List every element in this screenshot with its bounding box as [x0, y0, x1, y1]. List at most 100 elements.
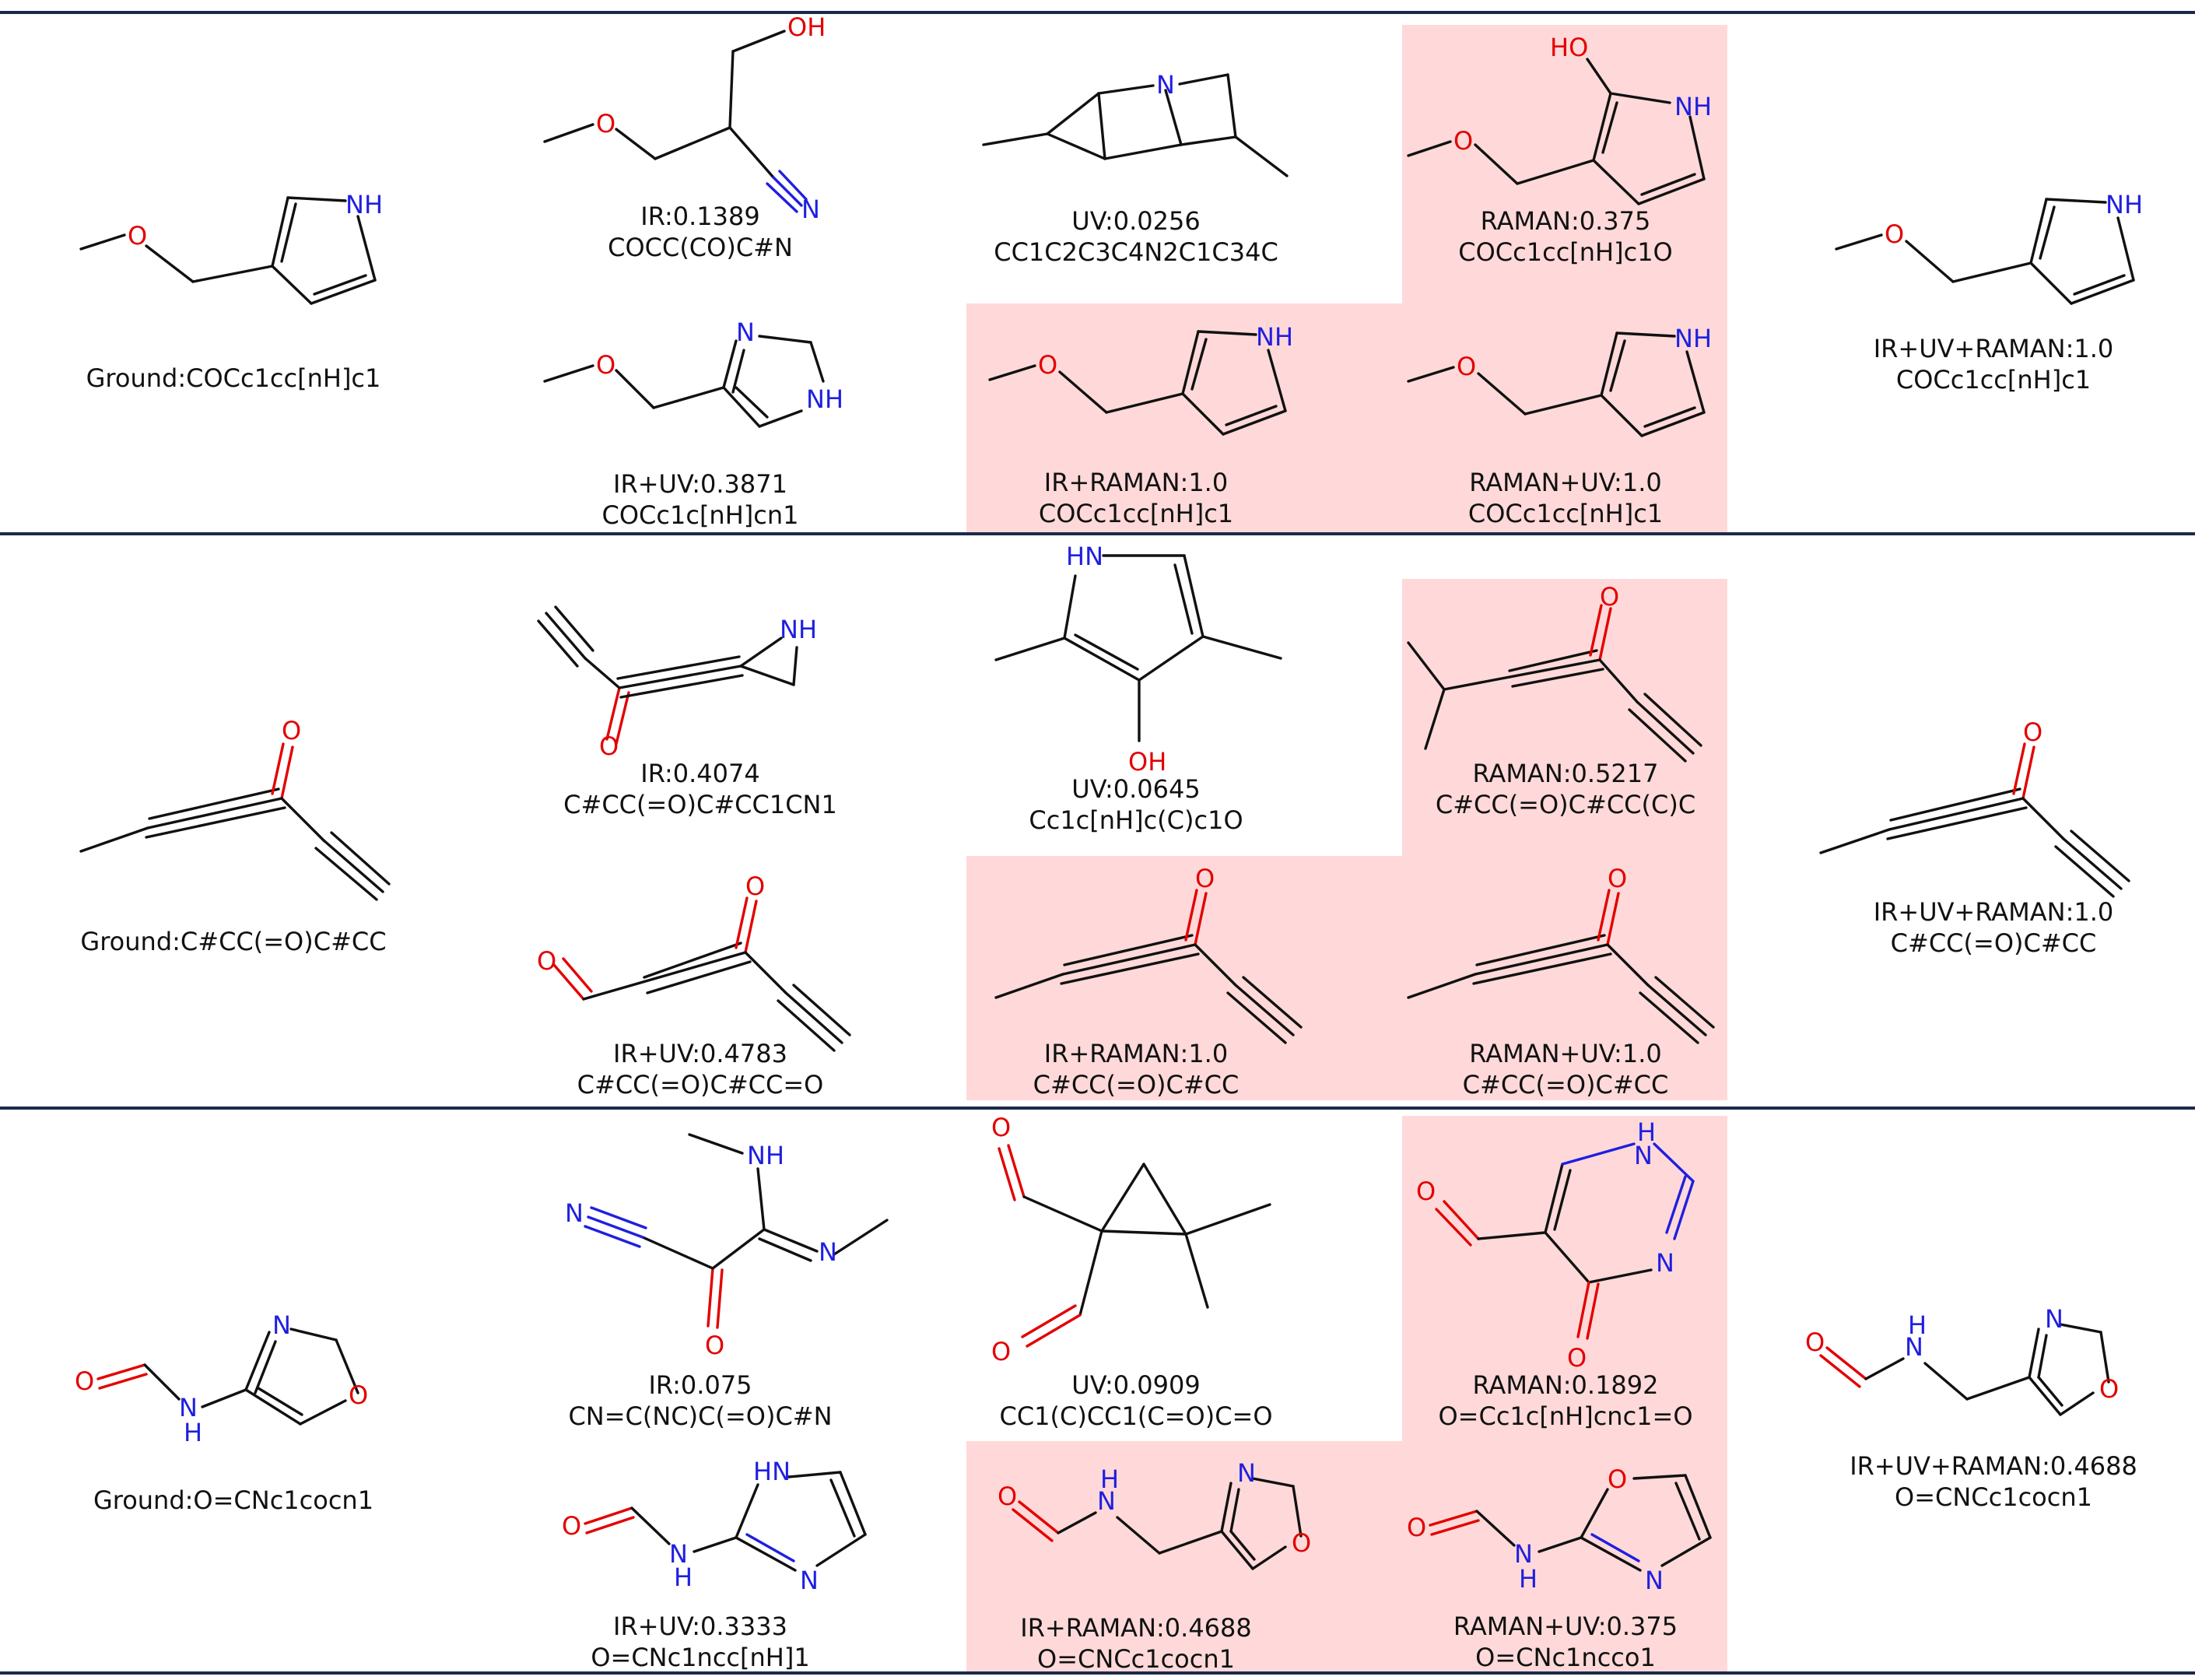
- bond: [1538, 1536, 1583, 1553]
- bond: [615, 369, 655, 409]
- bond: [833, 1219, 889, 1256]
- bond: [994, 973, 1064, 999]
- bond: [1194, 943, 1237, 987]
- bond: [585, 1516, 635, 1534]
- bond: [1475, 934, 1606, 966]
- bond: [1407, 641, 1446, 691]
- atom-label: N: [801, 195, 820, 224]
- bond: [1097, 84, 1155, 95]
- bond: [1429, 1510, 1478, 1527]
- bond: [1443, 658, 1601, 691]
- bond: [1103, 143, 1183, 160]
- highlight-region-row3: [1402, 1116, 1727, 1444]
- bond: [722, 339, 738, 389]
- bond: [191, 265, 274, 283]
- bond: [1026, 1313, 1082, 1348]
- atom-label: N: [1514, 1539, 1533, 1569]
- bond: [1819, 1354, 1861, 1388]
- prediction-caption: IR+UV:0.3333 O=CNc1ncc[nH]1: [591, 1612, 810, 1672]
- bond: [1965, 1376, 2031, 1401]
- atom-label: O: [998, 1482, 1017, 1511]
- bond: [2045, 198, 2107, 204]
- bond: [1825, 1346, 1867, 1380]
- bond: [646, 960, 752, 994]
- atom-label: N: [272, 1310, 291, 1340]
- atom-label: O: [596, 350, 615, 380]
- bond: [1637, 177, 1706, 205]
- bond: [1598, 607, 1612, 661]
- molecule-structure: N: [982, 70, 1289, 177]
- atom-label: NH: [1256, 322, 1293, 352]
- prediction-caption: IR+RAMAN:1.0 COCc1cc[nH]c1: [1038, 468, 1234, 528]
- bond: [286, 196, 347, 202]
- bond: [1181, 392, 1225, 436]
- bond: [1046, 132, 1106, 160]
- bond: [731, 30, 786, 53]
- bond: [1864, 1357, 1905, 1380]
- bond: [735, 1483, 759, 1539]
- bond: [1226, 73, 1237, 139]
- bond: [1665, 1175, 1687, 1234]
- bond: [1407, 140, 1452, 157]
- prediction-caption: UV:0.0256 CC1C2C3C4N2C1C34C: [994, 206, 1278, 267]
- bond: [2012, 742, 2026, 795]
- bond: [1653, 1142, 1695, 1183]
- bond: [1474, 143, 1519, 185]
- bond: [1684, 1474, 1712, 1539]
- atom-label: N: [736, 317, 755, 347]
- bond: [728, 126, 775, 179]
- bond: [643, 942, 742, 979]
- bond: [280, 797, 325, 842]
- bond: [1477, 1231, 1547, 1240]
- highlight-region-row3: [966, 1441, 1727, 1671]
- atom-label: N: [179, 1393, 198, 1422]
- bond: [1057, 1511, 1097, 1534]
- bond: [356, 215, 377, 282]
- bond: [1229, 1488, 1240, 1533]
- molecule-structure-ground: O NH: [79, 190, 383, 305]
- bond: [1100, 1229, 1187, 1236]
- bond: [772, 176, 803, 207]
- bond: [280, 745, 294, 800]
- bond: [711, 1228, 766, 1270]
- bond: [1628, 708, 1687, 763]
- bond: [1184, 889, 1198, 942]
- bond: [545, 612, 587, 660]
- bond: [716, 1268, 724, 1329]
- bond: [271, 742, 285, 795]
- bond: [707, 1267, 714, 1328]
- bond: [982, 132, 1049, 146]
- molecule-structure: O N NH: [543, 317, 843, 428]
- bond: [1105, 392, 1184, 414]
- atom-label: O: [2023, 717, 2042, 747]
- bond: [1600, 331, 1618, 397]
- highlight-region-row1: [1402, 25, 1727, 305]
- atom-label: NH: [345, 190, 383, 219]
- prediction-caption: RAMAN+UV:0.375 O=CNc1ncco1: [1453, 1612, 1678, 1672]
- molecule-structure: O: [1407, 864, 1715, 1044]
- bond: [1477, 372, 1527, 416]
- bond: [2070, 829, 2130, 882]
- bond: [1673, 1180, 1695, 1240]
- bond: [1407, 366, 1455, 383]
- bond: [257, 1387, 303, 1416]
- bond: [1561, 1142, 1636, 1166]
- molecule-structure-combined: O N H N O: [1805, 1304, 2119, 1416]
- bond: [1184, 1233, 1209, 1309]
- bond: [1606, 892, 1620, 946]
- bond: [758, 1237, 812, 1262]
- prediction-caption: RAMAN:0.375 COCc1cc[nH]c1O: [1458, 206, 1673, 267]
- bond: [201, 1388, 247, 1408]
- bond: [1597, 889, 1611, 942]
- bond: [641, 1236, 714, 1270]
- bond: [1886, 806, 2028, 840]
- bond: [1234, 984, 1295, 1036]
- bond: [1184, 1203, 1271, 1236]
- bond: [335, 1338, 359, 1394]
- bond: [758, 409, 803, 428]
- bond: [1601, 101, 1618, 154]
- atom-label: O: [1608, 864, 1627, 893]
- molecule-structure: O O: [537, 872, 851, 1052]
- ground-caption: Ground:C#CC(=O)C#CC: [80, 927, 387, 956]
- bond: [79, 233, 126, 251]
